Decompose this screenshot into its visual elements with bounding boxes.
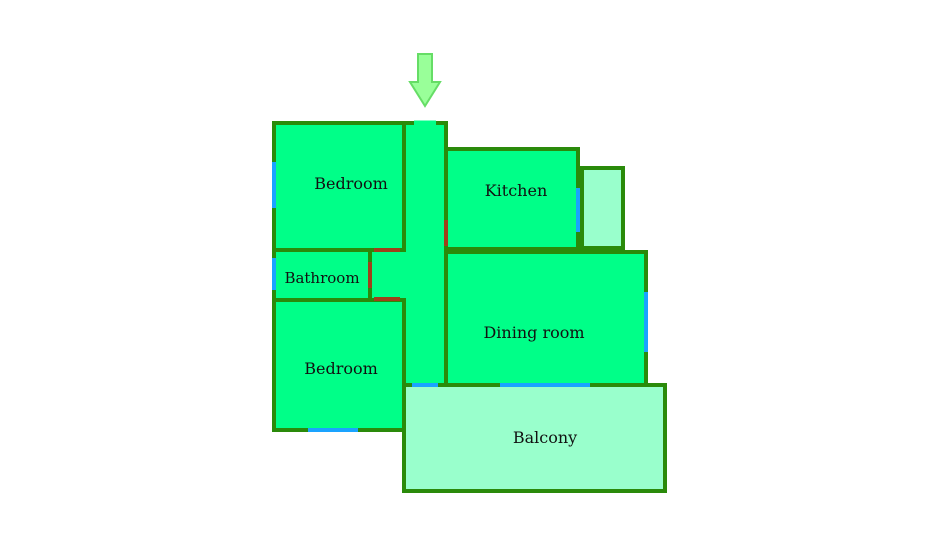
label-bedroom-bottom: Bedroom bbox=[304, 359, 378, 378]
room-storage bbox=[580, 166, 625, 250]
label-balcony: Balcony bbox=[513, 428, 577, 447]
entrance-arrow-icon bbox=[408, 53, 442, 108]
label-dining-room: Dining room bbox=[483, 323, 584, 342]
label-bedroom-top: Bedroom bbox=[314, 174, 388, 193]
label-bathroom: Bathroom bbox=[284, 269, 359, 287]
room-balcony bbox=[402, 383, 667, 493]
room-bedroom-top bbox=[272, 121, 406, 252]
label-kitchen: Kitchen bbox=[485, 181, 548, 200]
room-dining-room bbox=[444, 250, 648, 387]
